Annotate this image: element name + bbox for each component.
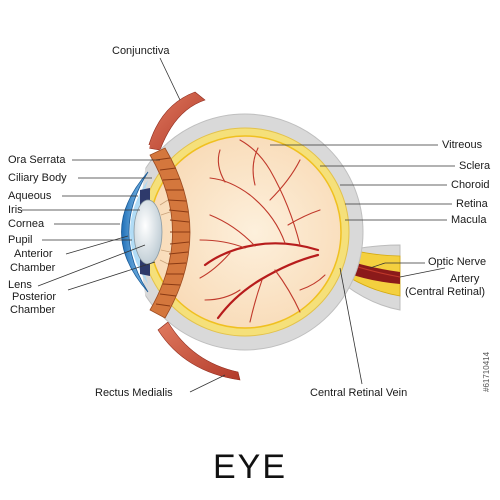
label-ciliary-body: Ciliary Body bbox=[8, 172, 67, 184]
label-retina: Retina bbox=[456, 198, 489, 210]
label-iris: Iris bbox=[8, 204, 23, 216]
label-choroid: Choroid bbox=[451, 179, 490, 191]
leader-lines bbox=[22, 57, 455, 393]
label-optic-nerve: Optic Nerve bbox=[428, 256, 486, 268]
label-conjunctiva: Conjunctiva bbox=[112, 45, 170, 57]
label-vitreous: Vitreous bbox=[442, 139, 483, 151]
label-macula: Macula bbox=[451, 214, 487, 226]
muscle-inferior bbox=[157, 321, 241, 381]
label-central-retinal-vein: Central Retinal Vein bbox=[310, 387, 407, 399]
label-posterior-chamber-1: Posterior bbox=[12, 291, 56, 303]
stock-id-watermark: #61710414 bbox=[482, 351, 491, 392]
ciliary-stripes bbox=[155, 157, 190, 307]
label-pupil: Pupil bbox=[8, 234, 32, 246]
label-ora-serrata: Ora Serrata bbox=[8, 154, 66, 166]
muscle-superior bbox=[147, 91, 206, 151]
label-lens: Lens bbox=[8, 279, 32, 291]
zonules bbox=[159, 199, 171, 265]
label-anterior-chamber-1: Anterior bbox=[14, 248, 53, 260]
label-sclera: Sclera bbox=[459, 160, 491, 172]
diagram-title: EYE bbox=[213, 448, 287, 486]
label-artery-2: (Central Retinal) bbox=[405, 286, 485, 298]
label-posterior-chamber-2: Chamber bbox=[10, 304, 56, 316]
label-artery-1: Artery bbox=[450, 273, 480, 285]
label-anterior-chamber-2: Chamber bbox=[10, 262, 56, 274]
label-cornea: Cornea bbox=[8, 218, 45, 230]
label-rectus-medialis: Rectus Medialis bbox=[95, 387, 173, 399]
retinal-vessels bbox=[199, 139, 326, 323]
label-aqueous: Aqueous bbox=[8, 190, 52, 202]
